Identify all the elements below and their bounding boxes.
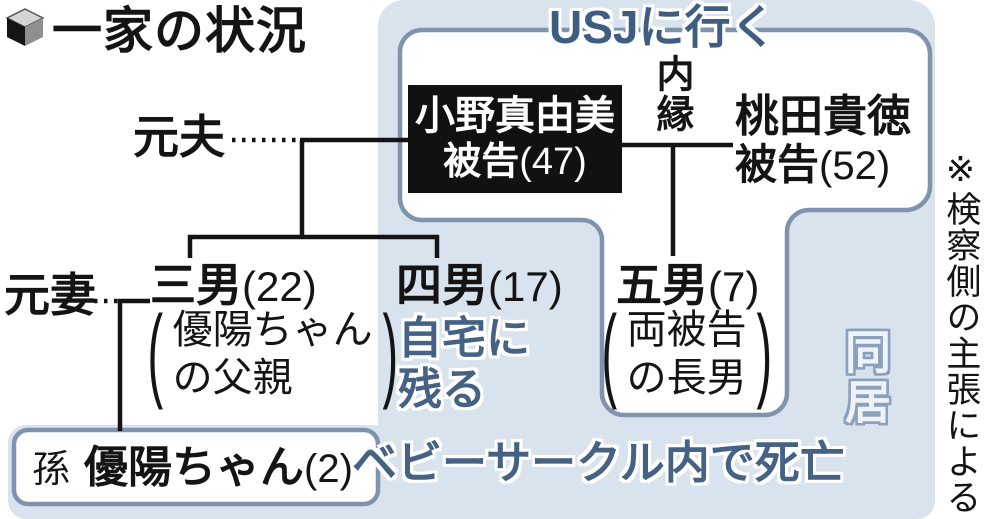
cube-icon xyxy=(5,8,45,46)
son3-note-line2: の父親 xyxy=(172,356,293,400)
death-note: ベビーサークル内で死亡 xyxy=(352,437,845,488)
son5-note-line1: 両被告 xyxy=(626,308,747,352)
paren-open: ( xyxy=(601,295,618,412)
son3-note-line1: 優陽ちゃん xyxy=(172,308,373,352)
grandchild-name: 優陽ちゃん xyxy=(84,443,305,492)
son5-note-line2: の長男 xyxy=(626,356,747,400)
mother-role-age: 被告(47) xyxy=(443,141,587,184)
page-title: 一家の状況 xyxy=(52,3,307,59)
connector-lines xyxy=(94,137,733,431)
son4-label: 四男(17) xyxy=(396,259,563,311)
son3-note: ( 優陽ちゃん の父親 ) xyxy=(138,295,407,412)
usj-group-label: USJに行く xyxy=(549,1,777,53)
son5-label: 五男(7) xyxy=(616,259,760,311)
son4-note-line2: 残る xyxy=(398,364,486,414)
common-law-label: 内縁 xyxy=(650,54,692,134)
son5-note: ( 両被告 の長男 ) xyxy=(592,295,781,412)
ex-husband-label: 元夫 xyxy=(133,111,225,163)
grandchild-prefix: 孫 xyxy=(32,449,71,491)
paren-close: ) xyxy=(756,295,772,412)
partner-name: 桃田貴徳 xyxy=(735,92,911,141)
cohabit-label: 同居 xyxy=(839,328,891,428)
grandchild-box xyxy=(11,427,381,507)
son3-label: 三男(22) xyxy=(150,259,317,311)
title-block: 一家の状況 xyxy=(4,6,307,56)
grandchild-age: (2) xyxy=(304,447,353,491)
source-note: ※検察側の主張による xyxy=(941,150,981,515)
ex-wife-label: 元妻 xyxy=(4,269,96,321)
defendant-partner-block: 桃田貴徳 被告(52) xyxy=(735,92,911,189)
paren-close: ) xyxy=(382,295,398,412)
paren-open: ( xyxy=(147,295,164,412)
partner-role-age: 被告(52) xyxy=(735,141,891,189)
son4-note-line1: 自宅に xyxy=(398,314,530,363)
mother-name: 小野真由美 xyxy=(415,93,615,138)
grandchild-row: 孫 優陽ちゃん (2) xyxy=(32,446,353,490)
defendant-mother-box: 小野真由美 被告(47) xyxy=(408,85,622,193)
son4-note: 自宅に 残る xyxy=(398,314,538,415)
